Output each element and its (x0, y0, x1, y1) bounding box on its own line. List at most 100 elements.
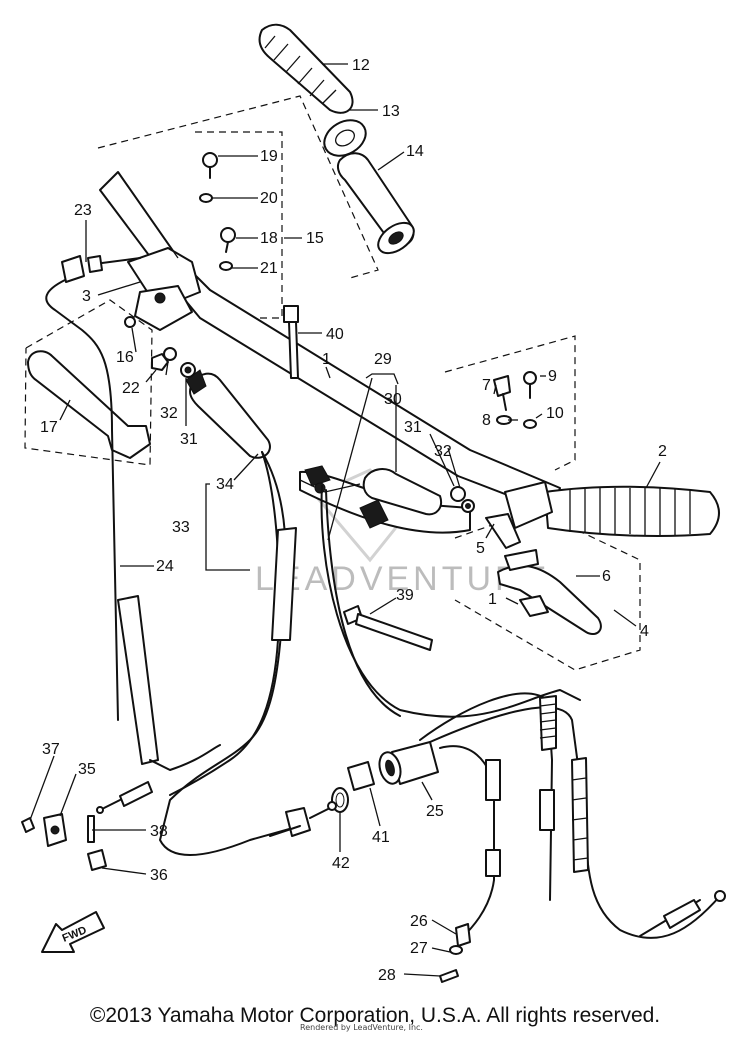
callout-31-right: 31 (404, 419, 422, 436)
adjuster-31-right (461, 499, 475, 513)
rendered-by-note: Rendered by LeadVenture, Inc. (300, 1023, 423, 1032)
copyright-notice: ©2013 Yamaha Motor Corporation, U.S.A. A… (89, 1004, 661, 1027)
cable-end-fitting (285, 801, 337, 837)
callout-16: 16 (116, 349, 134, 366)
callout-27: 27 (410, 940, 428, 957)
left-lever-frame (24, 299, 153, 466)
left-bar-end (117, 171, 179, 259)
watermark-text: LEADVENTURE (255, 560, 550, 598)
callout-3: 3 (82, 288, 91, 305)
bolt-5 (485, 513, 521, 549)
brake-cable (320, 485, 581, 718)
right-holder-frame (444, 335, 576, 471)
callout-40: 40 (326, 326, 344, 343)
nut-32-left (163, 347, 177, 361)
exploded-view-svg: LEADVENTURE (21, 23, 726, 984)
right-lever-frame (454, 509, 641, 671)
callout-36: 36 (150, 867, 168, 884)
callout-4: 4 (640, 623, 649, 640)
callout-1-bottom: 1 (488, 591, 497, 608)
adjuster-31-left (180, 362, 196, 378)
callout-1-top: 1 (322, 351, 331, 368)
callout-37: 37 (42, 741, 60, 758)
cable-junction-25 (378, 741, 439, 785)
callout-32-right: 32 (434, 443, 452, 460)
leader-lines (29, 63, 661, 977)
callout-15: 15 (306, 230, 324, 247)
callout-39: 39 (396, 587, 414, 604)
cable-coil-a (539, 695, 557, 751)
callout-5: 5 (476, 540, 485, 557)
callout-26: 26 (410, 913, 428, 930)
callout-42: 42 (332, 855, 350, 872)
nut-32-right (450, 486, 466, 502)
clutch-cable-24 (45, 279, 119, 721)
washer-20 (199, 193, 213, 203)
throttle-cable-33b (169, 451, 280, 796)
callout-9: 9 (548, 368, 557, 385)
bolt-16 (124, 316, 136, 328)
callout-12: 12 (352, 57, 370, 74)
sleeve-41 (347, 761, 375, 791)
callout-21: 21 (260, 260, 278, 277)
brake-lever-6 (497, 549, 602, 636)
washer-21 (219, 261, 233, 271)
cable-band-39 (343, 605, 433, 651)
bolt-36 (87, 849, 107, 871)
callout-17: 17 (40, 419, 58, 436)
callout-14: 14 (406, 143, 424, 160)
washer-10 (523, 419, 537, 429)
clutch-cable-end (149, 744, 221, 771)
cable-adjuster-23 (61, 255, 141, 283)
cable-coil-b (571, 757, 589, 873)
callout-38: 38 (150, 823, 168, 840)
callout-35: 35 (78, 761, 96, 778)
throttle-cable-boot (271, 527, 297, 641)
throttle-cable-33a (159, 451, 301, 856)
callout-34: 34 (216, 476, 234, 493)
callout-20: 20 (260, 190, 278, 207)
throttle-grip-12 (258, 23, 354, 114)
callout-29: 29 (374, 351, 392, 368)
right-lever-holder (504, 481, 553, 529)
throttle-sleeve-14 (336, 152, 415, 255)
right-grip (544, 485, 720, 537)
clutch-cable-boot (117, 595, 159, 765)
cable-band-40 (283, 305, 299, 379)
adjuster-30 (362, 468, 442, 516)
washer-27 (449, 945, 463, 955)
pin-38 (87, 815, 95, 843)
throttle-cable-tip (269, 825, 301, 837)
callout-33: 33 (172, 519, 190, 536)
callout-7: 7 (482, 377, 491, 394)
fwd-arrow-icon: FWD (41, 911, 105, 953)
nut-1 (519, 595, 549, 617)
callout-31-left: 31 (180, 431, 198, 448)
callout-24: 24 (156, 558, 174, 575)
callout-6: 6 (602, 568, 611, 585)
collar-13 (323, 119, 367, 157)
bracket-35 (43, 813, 67, 847)
callout-28: 28 (378, 967, 396, 984)
callout-30: 30 (384, 391, 402, 408)
cable-end-right (639, 890, 726, 937)
grip-group-frame (97, 95, 379, 279)
clutch-lever-17 (27, 350, 151, 459)
bolt-7 (493, 375, 511, 411)
callout-19: 19 (260, 148, 278, 165)
clutch-holder (134, 285, 193, 331)
clip-37 (21, 817, 35, 833)
callout-labels: 12 13 14 19 20 18 15 21 23 3 40 16 22 17… (40, 57, 667, 984)
nut-22 (151, 353, 169, 371)
grip-end-band (185, 369, 207, 395)
pin-28 (439, 969, 459, 983)
cable-adjuster-bolt (96, 781, 153, 814)
callout-10: 10 (546, 405, 564, 422)
callout-22: 22 (122, 380, 140, 397)
callout-41: 41 (372, 829, 390, 846)
cable-end-26 (455, 923, 471, 947)
callout-32-left: 32 (160, 405, 178, 422)
screw-19 (202, 152, 218, 179)
crossbar-pad-bands (304, 465, 389, 529)
